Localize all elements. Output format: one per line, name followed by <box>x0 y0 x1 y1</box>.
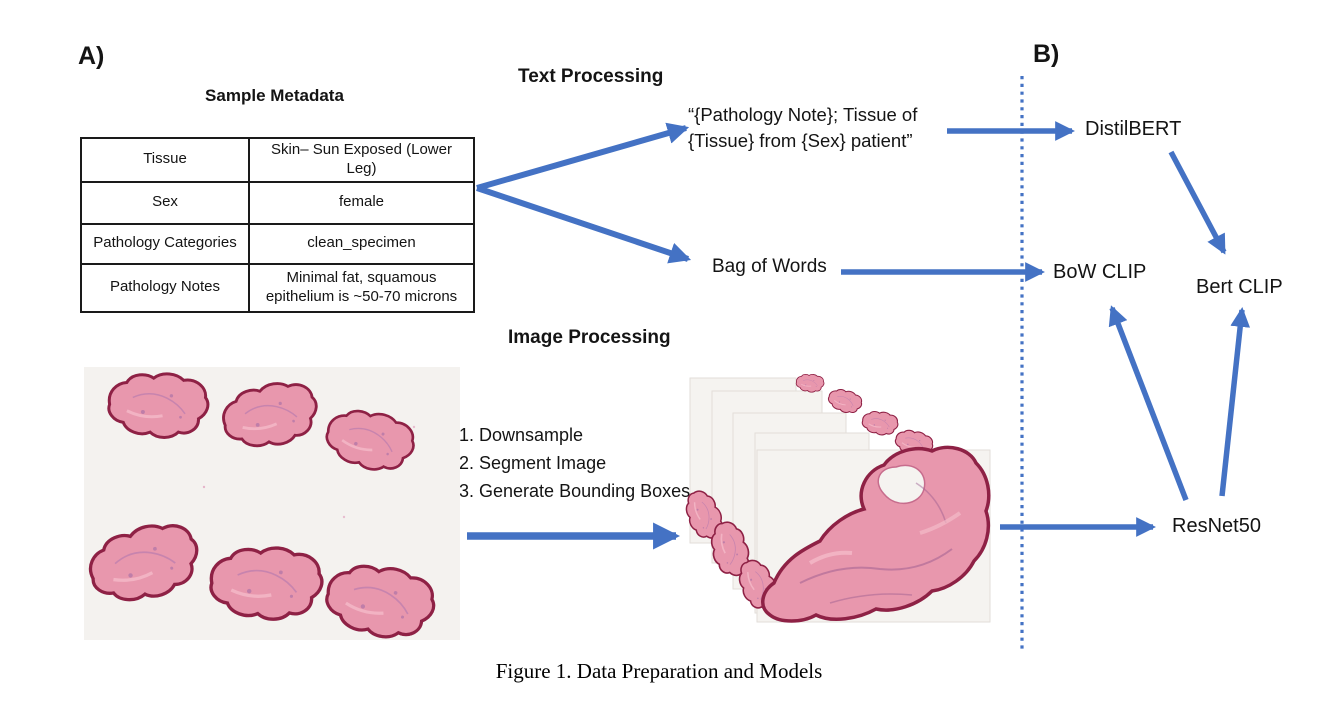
bert-clip-label: Bert CLIP <box>1196 276 1283 298</box>
metadata-value-cell: Minimal fat, squamous epithelium is ~50-… <box>248 262 475 313</box>
image-processing-steps: 1. Downsample 2. Segment Image 3. Genera… <box>459 421 690 505</box>
metadata-value-cell: female <box>248 180 475 225</box>
sample-metadata-table: Tissue Skin– Sun Exposed (Lower Leg) Sex… <box>80 137 475 313</box>
metadata-key-cell: Pathology Notes <box>80 262 250 313</box>
table-row: Tissue Skin– Sun Exposed (Lower Leg) <box>80 137 475 183</box>
segmented-image-stack <box>680 371 991 623</box>
metadata-value-cell: Skin– Sun Exposed (Lower Leg) <box>248 137 475 183</box>
panel-b-label: B) <box>1033 40 1060 68</box>
tissue-section-large <box>761 445 991 623</box>
distilbert-label: DistilBERT <box>1085 118 1182 140</box>
step-item: 1. Downsample <box>459 425 584 445</box>
step-item: 3. Generate Bounding Boxes <box>459 481 691 501</box>
figure-caption: Figure 1. Data Preparation and Models <box>495 659 823 683</box>
resnet50-label: ResNet50 <box>1172 515 1261 537</box>
arrow-resnet50-to-bowclip <box>1108 305 1189 501</box>
panel-a-label: A) <box>78 42 105 70</box>
text-processing-title: Text Processing <box>518 66 664 87</box>
image-processing-title: Image Processing <box>508 327 671 348</box>
bag-of-words-label: Bag of Words <box>712 256 827 277</box>
sample-metadata-title: Sample Metadata <box>205 86 344 105</box>
table-row: Pathology Categories clean_specimen <box>80 222 475 265</box>
whole-slide-image <box>84 367 460 640</box>
arrow-metadata-to-bow <box>476 185 692 264</box>
step-item: 2. Segment Image <box>459 453 607 473</box>
arrow-metadata-to-template <box>476 122 690 191</box>
metadata-key-cell: Sex <box>80 180 250 225</box>
table-row: Sex female <box>80 180 475 225</box>
arrow-resnet50-to-bertclip <box>1219 307 1251 497</box>
table-row: Pathology Notes Minimal fat, squamous ep… <box>80 262 475 313</box>
arrow-distilbert-to-bertclip <box>1168 150 1227 255</box>
prompt-template-text: “{Pathology Note}; Tissue of {Tissue} fr… <box>688 104 918 151</box>
metadata-value-cell: clean_specimen <box>248 222 475 265</box>
metadata-key-cell: Pathology Categories <box>80 222 250 265</box>
metadata-key-cell: Tissue <box>80 137 250 183</box>
bow-clip-label: BoW CLIP <box>1053 261 1147 283</box>
